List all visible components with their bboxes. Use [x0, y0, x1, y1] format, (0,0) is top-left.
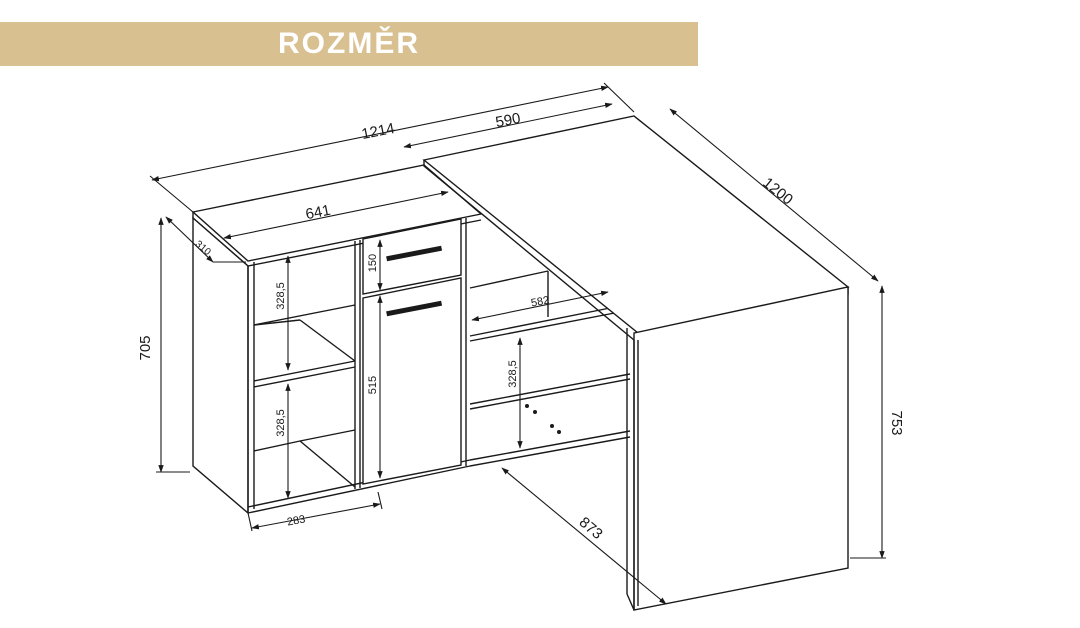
dim-back-shelf-height: 328,5 [507, 360, 519, 388]
dim-drawer-height: 150 [367, 254, 379, 272]
dim-desk-top-width: 590 [494, 110, 522, 131]
door-handle [386, 300, 443, 317]
dim-back-shelf-depth: 582 [530, 294, 550, 309]
dim-desk-length: 1200 [759, 174, 796, 208]
desk-leg-panel [633, 286, 849, 611]
drawer-handle [386, 245, 443, 262]
dim-shelf-width: 283 [286, 513, 306, 528]
page-title: ROZMĚR [278, 27, 420, 60]
dim-cabinet-width: 641 [304, 202, 332, 223]
dim-desk-span: 873 [576, 514, 606, 543]
title-banner: ROZMĚR [0, 22, 698, 66]
dim-door-height: 515 [367, 376, 379, 394]
dim-desk-height: 753 [888, 410, 905, 435]
dim-cabinet-height: 705 [137, 335, 154, 360]
dim-shelf-height-top: 328,5 [275, 282, 287, 310]
dim-shelf-height-bottom: 328,5 [275, 409, 287, 437]
dim-total-width: 1214 [360, 120, 396, 143]
cabinet-door [362, 277, 462, 485]
